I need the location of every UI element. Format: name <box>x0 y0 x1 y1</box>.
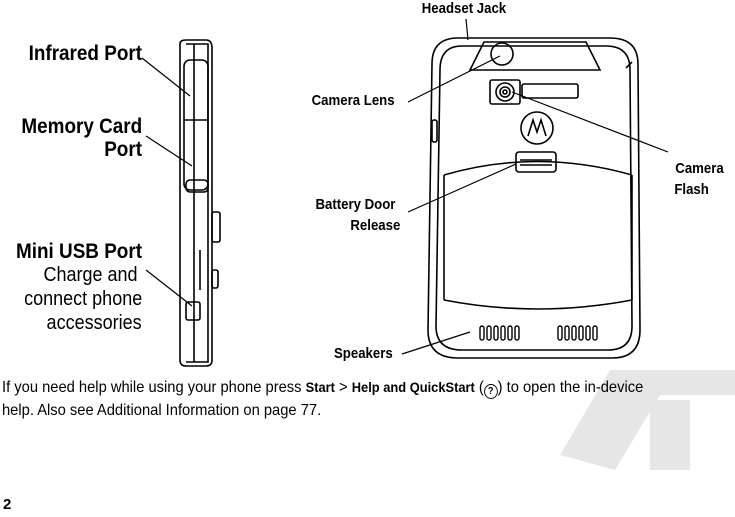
label-speakers: Speakers <box>334 345 393 362</box>
watermark <box>560 370 735 470</box>
leader-lines <box>141 18 669 355</box>
label-headset-jack: Headset Jack <box>421 0 507 17</box>
help-icon: ? <box>483 384 498 399</box>
label-memory-card-line2: Port <box>104 138 142 161</box>
body-paragraph: If you need help while using your phone … <box>2 376 678 422</box>
label-mini-usb-port: Mini USB Port <box>16 240 142 263</box>
label-memory-card-line1: Memory Card <box>21 115 142 138</box>
mini-usb-desc-line1: Charge and <box>43 264 138 286</box>
phone-back-view <box>427 37 641 359</box>
speaker-grille-left <box>479 325 520 341</box>
mini-usb-desc-line3: accessories <box>46 312 142 334</box>
cmd-help-quickstart: Help and QuickStart <box>351 379 475 395</box>
label-camera-flash-line1: Camera <box>675 160 724 177</box>
cmd-start: Start <box>305 379 335 395</box>
label-infrared-port: Infrared Port <box>28 42 142 65</box>
body-line-2: help. Also see Additional Information on… <box>2 402 322 419</box>
mini-usb-desc-line2: connect phone <box>23 288 142 310</box>
page-number: 2 <box>3 496 12 513</box>
phone-side-view <box>179 39 221 367</box>
body-line-1: If you need help while using your phone … <box>2 379 644 399</box>
label-battery-door-line1: Battery Door <box>315 196 396 213</box>
label-camera-lens: Camera Lens <box>311 92 395 109</box>
speaker-grille-right <box>557 325 598 341</box>
label-battery-door-line2: Release <box>350 217 401 234</box>
label-camera-flash-line2: Flash <box>674 181 709 198</box>
